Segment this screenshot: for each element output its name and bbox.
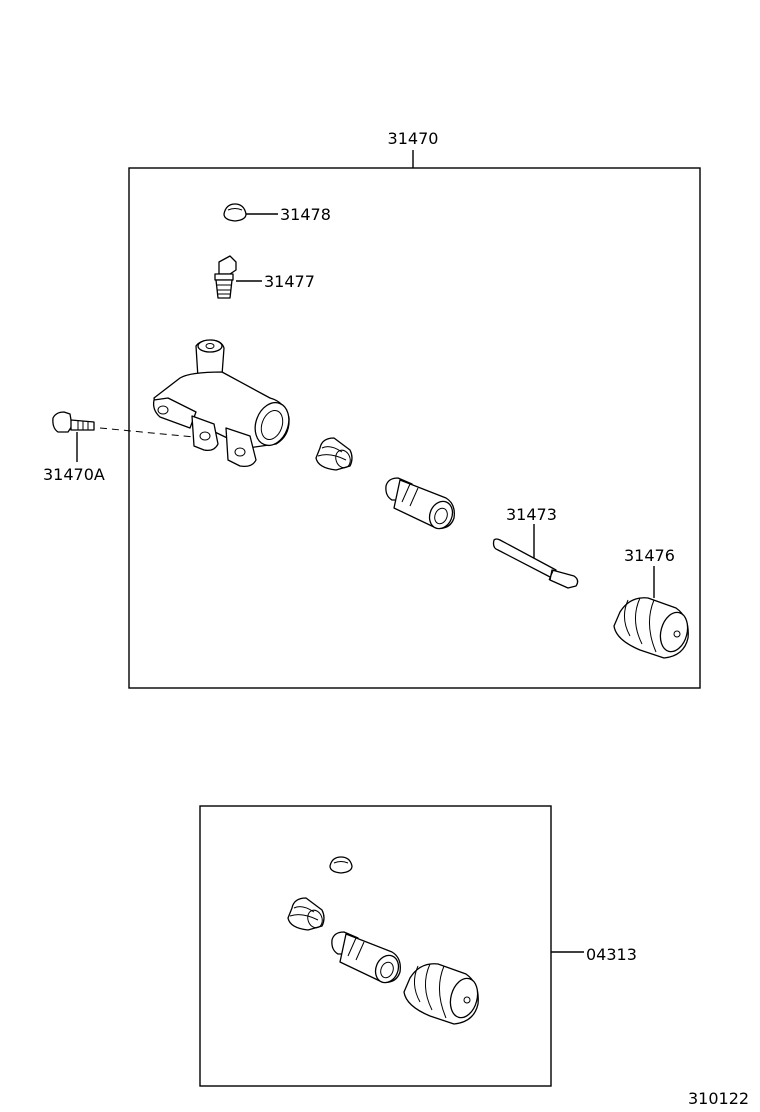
kit-bleeder-cap-icon xyxy=(329,856,353,874)
bleeder-plug-icon xyxy=(214,255,237,299)
label-push-rod: 31473 xyxy=(506,505,557,524)
kit-piston-icon xyxy=(331,931,401,984)
assembly-frame xyxy=(128,167,701,689)
label-kit: 04313 xyxy=(586,945,637,964)
piston-cup-icon xyxy=(315,437,353,471)
piston-icon xyxy=(385,477,455,530)
slave-cylinder-body-icon xyxy=(152,339,290,468)
kit-piston-cup-icon xyxy=(287,897,325,931)
label-assembly: 31470 xyxy=(388,129,439,148)
label-bleeder-cap: 31478 xyxy=(280,205,331,224)
label-bleeder-plug: 31477 xyxy=(264,272,315,291)
label-bolt: 31470A xyxy=(43,465,105,484)
boot-icon xyxy=(613,597,689,659)
figure-number: 310122 xyxy=(688,1089,749,1108)
label-boot: 31476 xyxy=(624,546,675,565)
bleeder-cap-icon xyxy=(223,203,247,222)
kit-boot-icon xyxy=(403,963,479,1025)
kit-frame xyxy=(199,805,552,1087)
bolt-icon xyxy=(52,411,95,433)
push-rod-icon xyxy=(492,538,579,589)
